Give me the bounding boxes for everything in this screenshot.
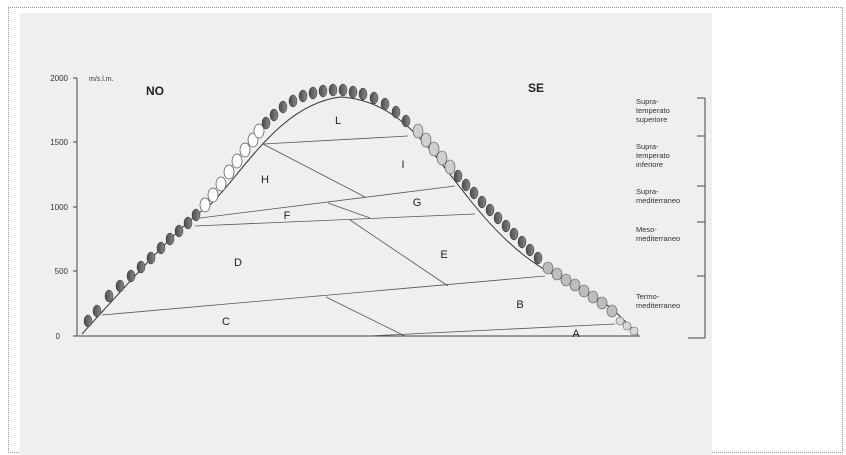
belt-line: mediterraneo (636, 234, 680, 243)
y-tick-label: 500 (55, 267, 69, 276)
belt-label-mesomediterraneo: Meso- mediterraneo (636, 225, 680, 243)
zone-label-e: E (440, 249, 447, 261)
unit-label: m/s.l.m. (89, 76, 114, 83)
zone-label-b: B (516, 299, 523, 311)
belt-line: Supra- (636, 97, 659, 106)
y-axis: 2000 1500 1000 500 0 m/s.l.m. (50, 74, 113, 341)
belt-line: Termo- (636, 292, 660, 301)
y-tick-label: 2000 (50, 74, 68, 83)
belt-label-supratemperato-inferiore: Supra- temperato inferiore (636, 142, 670, 169)
zone-label-l: L (335, 115, 341, 127)
trees-left-slope (83, 83, 338, 328)
belt-label-supratemperato-superiore: Supra- temperato superiore (636, 97, 670, 124)
mountain-profile (81, 96, 639, 336)
belt-scale (688, 97, 706, 339)
direction-label-right: SE (528, 81, 544, 95)
direction-label-left: NO (146, 84, 164, 98)
belt-line: Supra- (636, 187, 659, 196)
zone-boundaries (101, 135, 616, 337)
belt-line: Supra- (636, 142, 659, 151)
belt-line: temperato (636, 106, 670, 115)
zone-label-c: C (222, 316, 230, 328)
zone-label-h: H (261, 174, 269, 186)
y-tick-label: 1000 (50, 203, 68, 212)
belt-line: mediterraneo (636, 301, 680, 310)
zone-label-g: G (413, 197, 422, 209)
y-tick-label: 1500 (50, 138, 68, 147)
belt-line: Meso- (636, 225, 657, 234)
zone-label-d: D (234, 257, 242, 269)
diagram-panel (20, 13, 712, 455)
zone-label-i: I (401, 159, 404, 171)
belt-label-supramediterraneo: Supra- mediterraneo (636, 187, 680, 205)
belt-line: inferiore (636, 160, 663, 169)
zone-label-f: F (284, 210, 291, 222)
y-tick-label: 0 (56, 332, 61, 341)
belt-line: superiore (636, 115, 667, 124)
belt-label-termomediterraneo: Termo- mediterraneo (636, 292, 680, 310)
zone-label-a: A (572, 328, 580, 340)
belt-line: mediterraneo (636, 196, 680, 205)
belt-line: temperato (636, 151, 670, 160)
trees-right-slope (338, 83, 639, 336)
